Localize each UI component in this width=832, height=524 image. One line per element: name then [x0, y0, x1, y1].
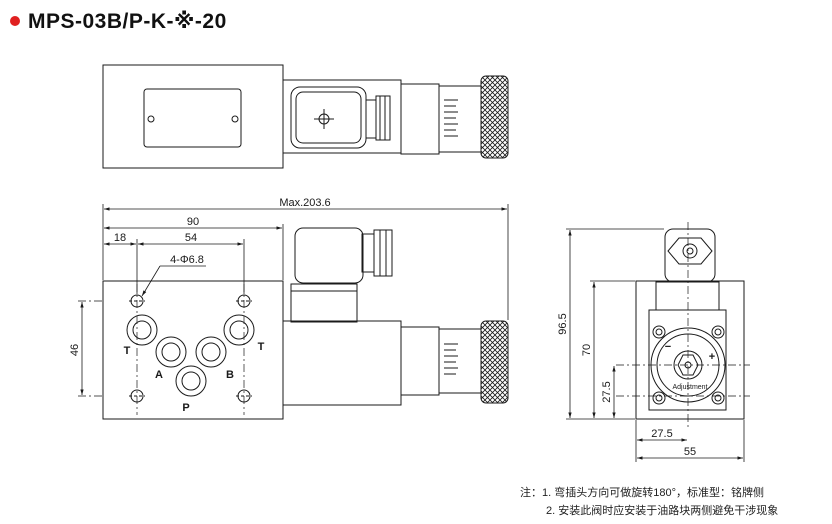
- nameplate-screw-left: [147, 115, 155, 123]
- dim-offset-18: 18: [114, 232, 126, 244]
- dim-height-70: 70: [581, 344, 593, 356]
- top-connector-inner: [295, 91, 362, 144]
- port-label-p: P: [182, 402, 189, 414]
- nameplate-screw-right: [231, 115, 239, 123]
- notes-block: 注：1. 弯插头方向可做旋转180°，标准型：铭牌侧 2. 安装此阀时应安装于油…: [520, 484, 778, 520]
- side-screw-bottom-right: [711, 391, 725, 405]
- front-solenoid-housing: [282, 320, 402, 406]
- side-solenoid-face: [648, 309, 727, 411]
- side-plus-label: +: [709, 351, 715, 363]
- dim-height-96-5: 96.5: [557, 313, 569, 334]
- front-scale-sleeve: [438, 328, 482, 394]
- port-b-outer: [195, 336, 227, 368]
- front-view: [102, 227, 509, 420]
- dim-pitch-54: 54: [185, 232, 197, 244]
- title-block: MPS-03B/P-K-※-20: [10, 8, 227, 34]
- front-adjust-knob: [480, 320, 509, 404]
- front-cable-gland: [361, 233, 375, 273]
- port-p-outer: [175, 365, 207, 397]
- top-cable-gland: [365, 99, 377, 139]
- dim-height-46: 46: [69, 344, 81, 356]
- top-adjust-knob: [480, 75, 509, 159]
- dim-height-27-5: 27.5: [601, 381, 613, 402]
- port-label-t-left: T: [124, 345, 131, 357]
- side-view-body: [635, 280, 745, 420]
- side-screw-top-left: [652, 325, 666, 339]
- side-adjust-label: Adjustment: [672, 384, 707, 391]
- port-t-left-outer: [126, 314, 158, 346]
- dim-max-length: Max.203.6: [279, 197, 330, 209]
- top-scale-sleeve: [438, 85, 482, 153]
- note-line-1: 注：1. 弯插头方向可做旋转180°，标准型：铭牌侧: [520, 487, 764, 499]
- side-connector: [664, 228, 716, 283]
- port-t-right-outer: [223, 314, 255, 346]
- dim-width-90: 90: [187, 216, 199, 228]
- port-a-outer: [155, 336, 187, 368]
- dim-holes: 4-Φ6.8: [170, 254, 204, 266]
- top-view-body: [102, 64, 284, 169]
- side-connector-hex-nut: [667, 237, 713, 265]
- port-label-a: A: [155, 369, 163, 381]
- side-screw-top-right: [711, 325, 725, 339]
- top-solenoid-housing: [282, 79, 402, 154]
- center-lines: [78, 222, 750, 428]
- front-connector: [294, 227, 364, 284]
- front-cable-nut: [373, 229, 393, 277]
- top-cable-nut: [375, 95, 391, 141]
- note-line-2: 2. 安装此阀时应安装于油路块两侧避免干涉现象: [546, 505, 779, 517]
- nameplate: [143, 88, 242, 148]
- title-bullet-icon: [10, 16, 20, 26]
- dim-center-27-5: 27.5: [651, 428, 672, 440]
- front-adjust-body: [400, 326, 440, 396]
- side-solenoid-neck: [655, 281, 720, 311]
- top-view: [102, 64, 509, 169]
- dim-width-55: 55: [684, 446, 696, 458]
- port-label-b: B: [226, 369, 234, 381]
- top-adjust-body: [400, 83, 440, 155]
- side-screw-bottom-left: [652, 391, 666, 405]
- dimension-lines: [80, 204, 745, 462]
- side-minus-label: −: [665, 341, 671, 353]
- port-label-t-right: T: [258, 341, 265, 353]
- page-title: MPS-03B/P-K-※-20: [28, 9, 227, 33]
- front-solenoid-base: [290, 283, 358, 323]
